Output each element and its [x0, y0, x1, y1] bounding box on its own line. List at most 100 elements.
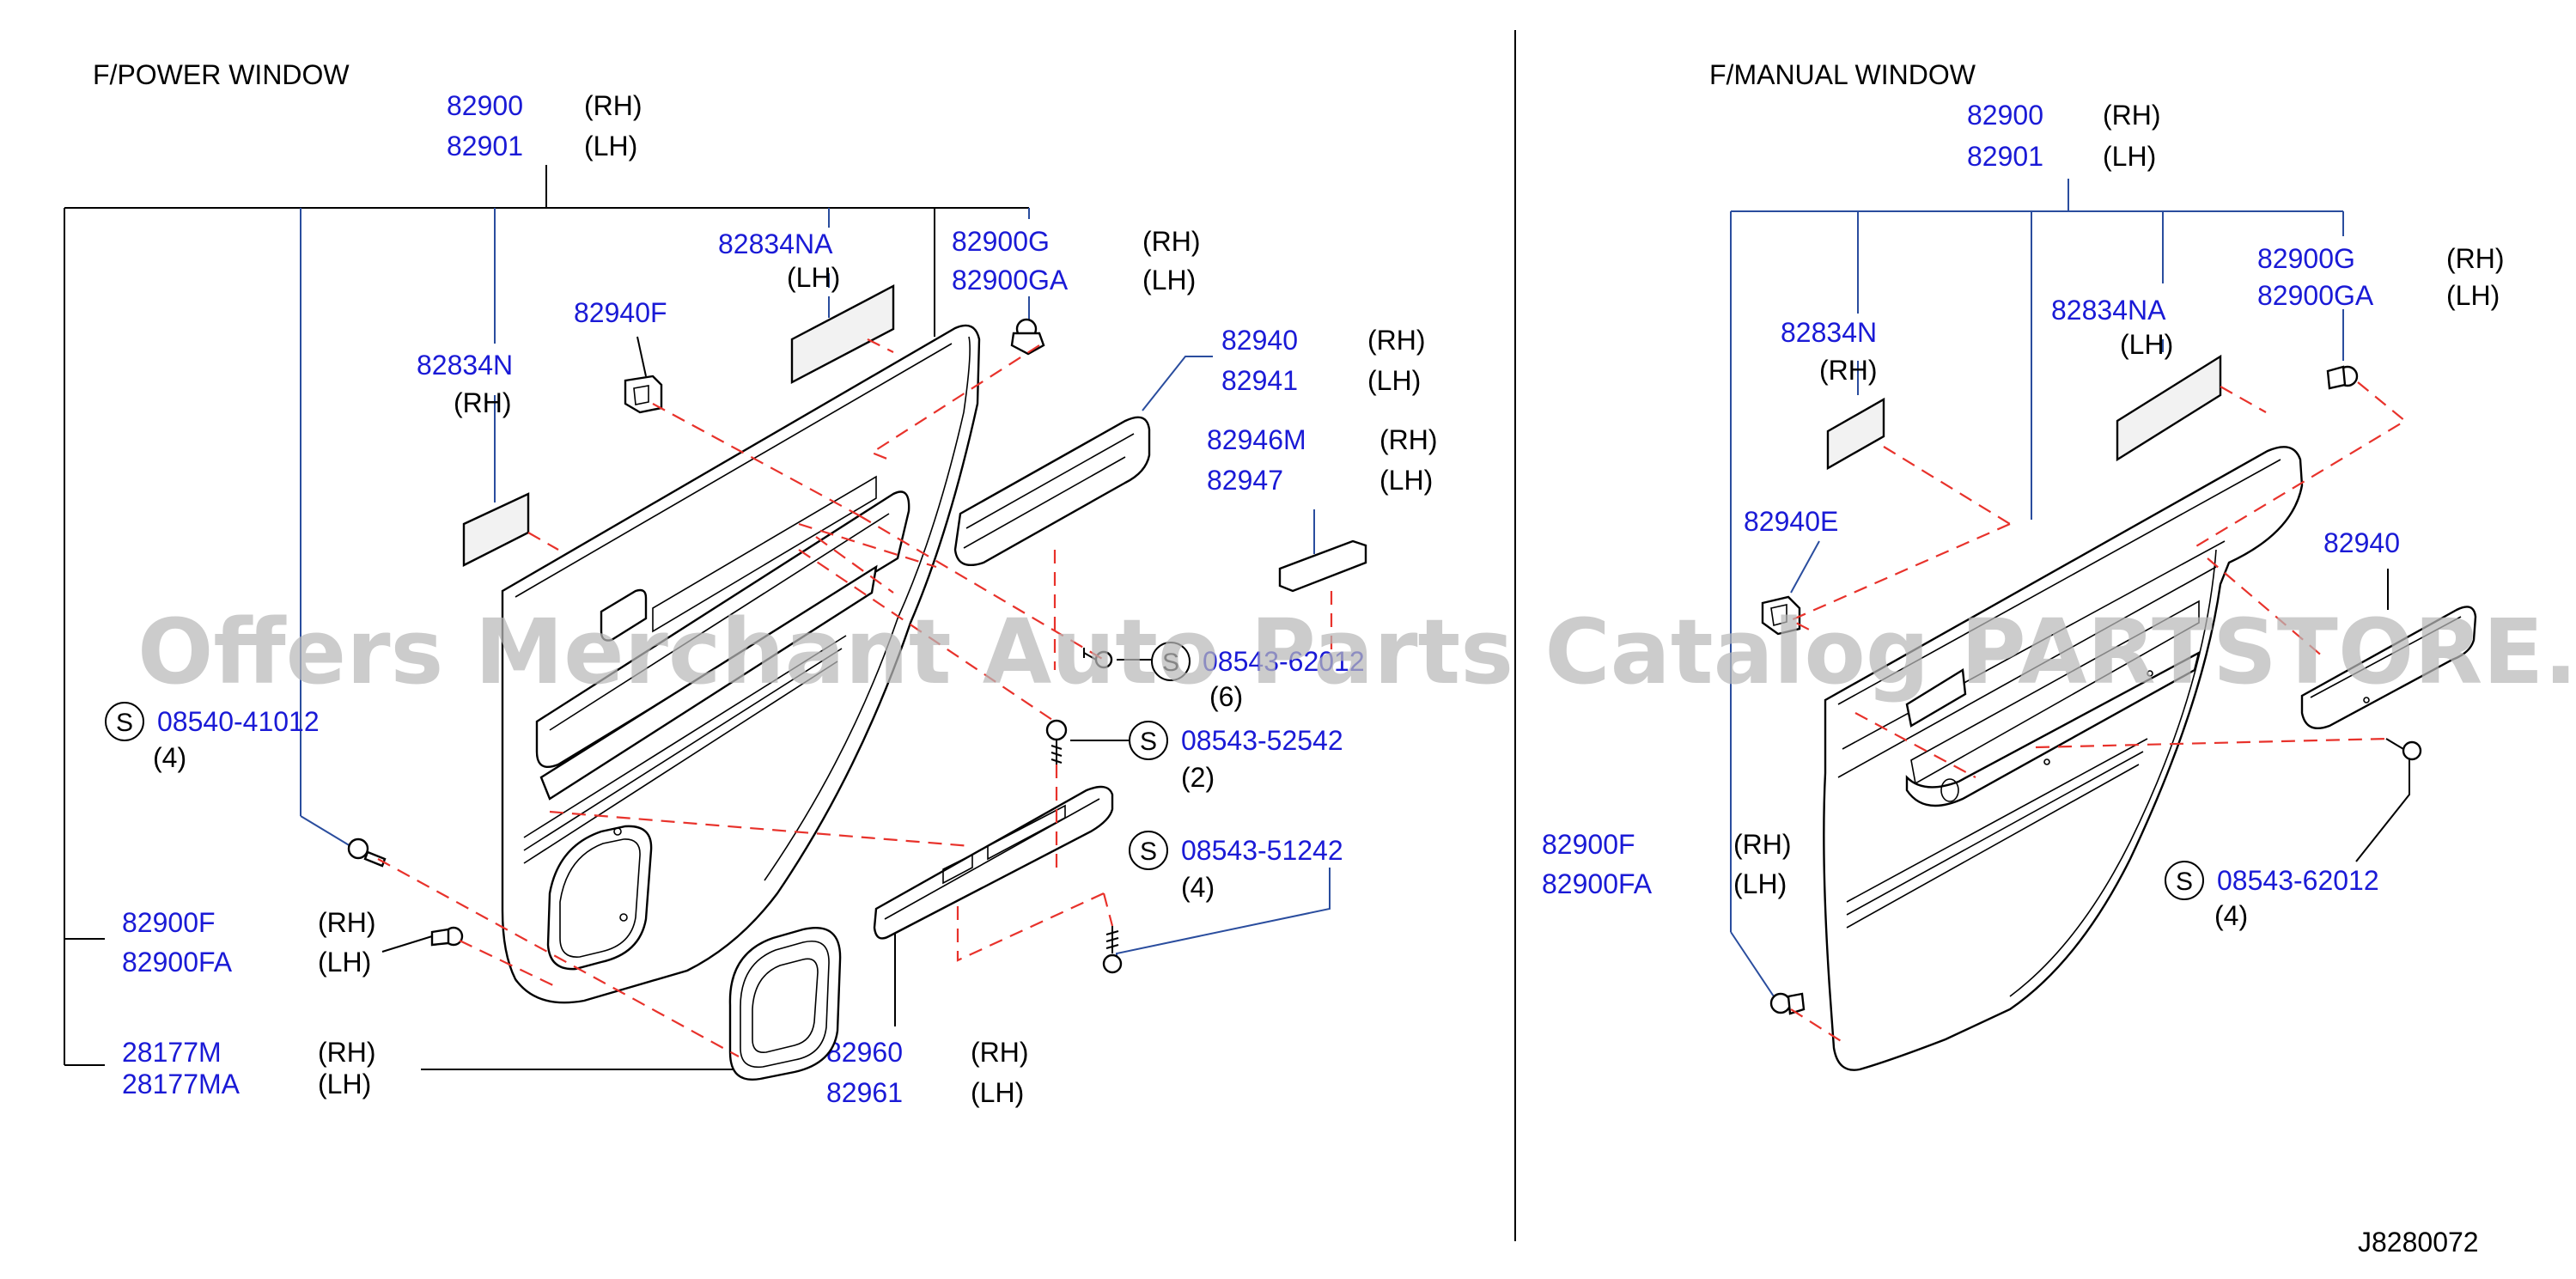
manual-door-trim-panel[interactable]: [1823, 446, 2304, 1071]
part-number-82901[interactable]: 82901: [447, 131, 523, 161]
part-number-82900[interactable]: 82900: [447, 90, 523, 121]
side-rh: (RH): [2446, 243, 2505, 274]
side-rh: (RH): [1819, 355, 1878, 386]
side-rh: (RH): [1367, 325, 1426, 356]
screw-icon: [2385, 738, 2422, 761]
pad-82834NA[interactable]: [2116, 354, 2222, 462]
part-number-82834N[interactable]: 82834N: [1781, 317, 1877, 348]
part-number-82900FA[interactable]: 82900FA: [122, 947, 233, 978]
side-lh: (LH): [2120, 329, 2173, 360]
screw-icon: [1045, 719, 1068, 764]
part-number-82946M[interactable]: 82946M: [1207, 424, 1306, 455]
quantity: (2): [1181, 762, 1215, 793]
clip-82900F[interactable]: [430, 926, 464, 947]
part-number-82900F[interactable]: 82900F: [122, 907, 216, 938]
side-rh: (RH): [1142, 226, 1201, 257]
part-number-82940[interactable]: 82940: [2323, 527, 2400, 558]
quantity: (6): [1209, 681, 1243, 712]
side-lh: (LH): [2103, 141, 2156, 172]
pad-82834N[interactable]: [462, 492, 530, 567]
part-number-08543-51242[interactable]: 08543-51242: [1181, 835, 1343, 866]
side-lh: (LH): [318, 947, 371, 978]
pad-82946M[interactable]: [1278, 509, 1367, 593]
part-number-82940F[interactable]: 82940F: [574, 297, 667, 328]
armrest-pull-handle-82940[interactable]: [953, 356, 1213, 567]
watermark-text: Offers Merchant Auto Parts Catalog PARTS…: [137, 600, 2576, 704]
clip-82940F[interactable]: [624, 336, 663, 414]
side-lh: (LH): [584, 131, 637, 161]
svg-text:S: S: [1162, 649, 1179, 677]
side-lh: (LH): [1367, 365, 1421, 396]
part-number-82834NA[interactable]: 82834NA: [2051, 295, 2166, 326]
power-window-title: F/POWER WINDOW: [93, 59, 350, 90]
side-rh: (RH): [318, 907, 376, 938]
svg-text:S: S: [116, 709, 133, 737]
part-number-82940[interactable]: 82940: [1221, 325, 1298, 356]
part-number-28177MA[interactable]: 28177MA: [122, 1069, 241, 1099]
standard-part-s-icon: [105, 702, 144, 741]
side-lh: (LH): [1142, 265, 1196, 295]
part-number-82961[interactable]: 82961: [826, 1077, 903, 1108]
side-lh: (LH): [1733, 868, 1787, 899]
part-number-82834NA[interactable]: 82834NA: [718, 228, 833, 259]
screw-callout-08543-62012[interactable]: S 08543-62012 (4): [2165, 754, 2410, 931]
side-rh: (RH): [971, 1037, 1029, 1068]
power-door-trim-panel[interactable]: [501, 324, 981, 1004]
clip-82940E[interactable]: [1761, 595, 1801, 636]
assembly-path-lines: [377, 338, 1333, 1057]
side-lh: (LH): [2446, 280, 2500, 311]
screw-callout-08543-51242[interactable]: S 08543-51242 (4): [1116, 831, 1343, 960]
part-number-82900FA[interactable]: 82900FA: [1542, 868, 1653, 899]
armrest-pull-handle-82940[interactable]: [2300, 606, 2477, 730]
manual-window-title: F/MANUAL WINDOW: [1709, 59, 1976, 90]
diagram-code: J8280072: [2358, 1227, 2479, 1258]
side-rh: (RH): [2103, 100, 2161, 131]
manual-leader-tree: [1730, 179, 2344, 997]
speaker-grille-28177M[interactable]: [728, 927, 842, 1081]
part-number-82900GA[interactable]: 82900GA: [952, 265, 1069, 295]
part-number-28177M[interactable]: 28177M: [122, 1037, 222, 1068]
pad-82834NA[interactable]: [790, 284, 895, 384]
side-rh: (RH): [1733, 829, 1792, 860]
part-number-82947[interactable]: 82947: [1207, 465, 1283, 496]
svg-text:S: S: [1140, 728, 1157, 756]
part-number-82900G[interactable]: 82900G: [952, 226, 1050, 257]
clip-82900G[interactable]: [2326, 365, 2359, 390]
quantity: (4): [1181, 872, 1215, 903]
screw-callout-08543-62012[interactable]: S 08543-62012 (6): [1117, 642, 1365, 712]
screw-callout-08540-41012[interactable]: S 08540-41012 (4): [105, 702, 320, 773]
part-number-82834N[interactable]: 82834N: [417, 350, 513, 381]
part-number-08543-62012[interactable]: 08543-62012: [1203, 646, 1365, 677]
svg-text:S: S: [2176, 868, 2193, 896]
part-number-08540-41012[interactable]: 08540-41012: [157, 706, 320, 737]
switch-panel-82960[interactable]: [873, 785, 1114, 940]
quantity: (4): [153, 742, 186, 773]
assembly-path-lines: [1788, 381, 2407, 1045]
part-number-08543-62012[interactable]: 08543-62012: [2217, 865, 2379, 896]
part-number-82900GA[interactable]: 82900GA: [2257, 280, 2374, 311]
screw-icon: [1083, 648, 1113, 669]
part-number-08543-52542[interactable]: 08543-52542: [1181, 725, 1343, 756]
screw-icon: [347, 837, 387, 868]
part-number-82900F[interactable]: 82900F: [1542, 829, 1635, 860]
pad-82834N[interactable]: [1826, 397, 1885, 471]
part-number-82960[interactable]: 82960: [826, 1037, 903, 1068]
part-number-82940E[interactable]: 82940E: [1744, 506, 1838, 537]
side-lh: (LH): [787, 262, 840, 293]
power-leader-tree: [64, 165, 1030, 1066]
screw-callout-08543-52542[interactable]: S 08543-52542 (2): [1070, 721, 1343, 793]
quantity: (4): [2214, 900, 2248, 931]
part-number-82900[interactable]: 82900: [1967, 100, 2043, 131]
standard-part-s-icon: [1129, 831, 1168, 870]
side-rh: (RH): [318, 1037, 376, 1068]
side-lh: (LH): [318, 1069, 371, 1099]
part-number-82901[interactable]: 82901: [1967, 141, 2043, 172]
standard-part-s-icon: [1151, 642, 1191, 681]
part-number-82900G[interactable]: 82900G: [2257, 243, 2355, 274]
clip-82900F[interactable]: [1769, 992, 1806, 1015]
clip-82900G[interactable]: [1010, 318, 1045, 356]
screw-icon: [1102, 926, 1123, 974]
svg-text:S: S: [1140, 837, 1157, 866]
part-number-82941[interactable]: 82941: [1221, 365, 1298, 396]
